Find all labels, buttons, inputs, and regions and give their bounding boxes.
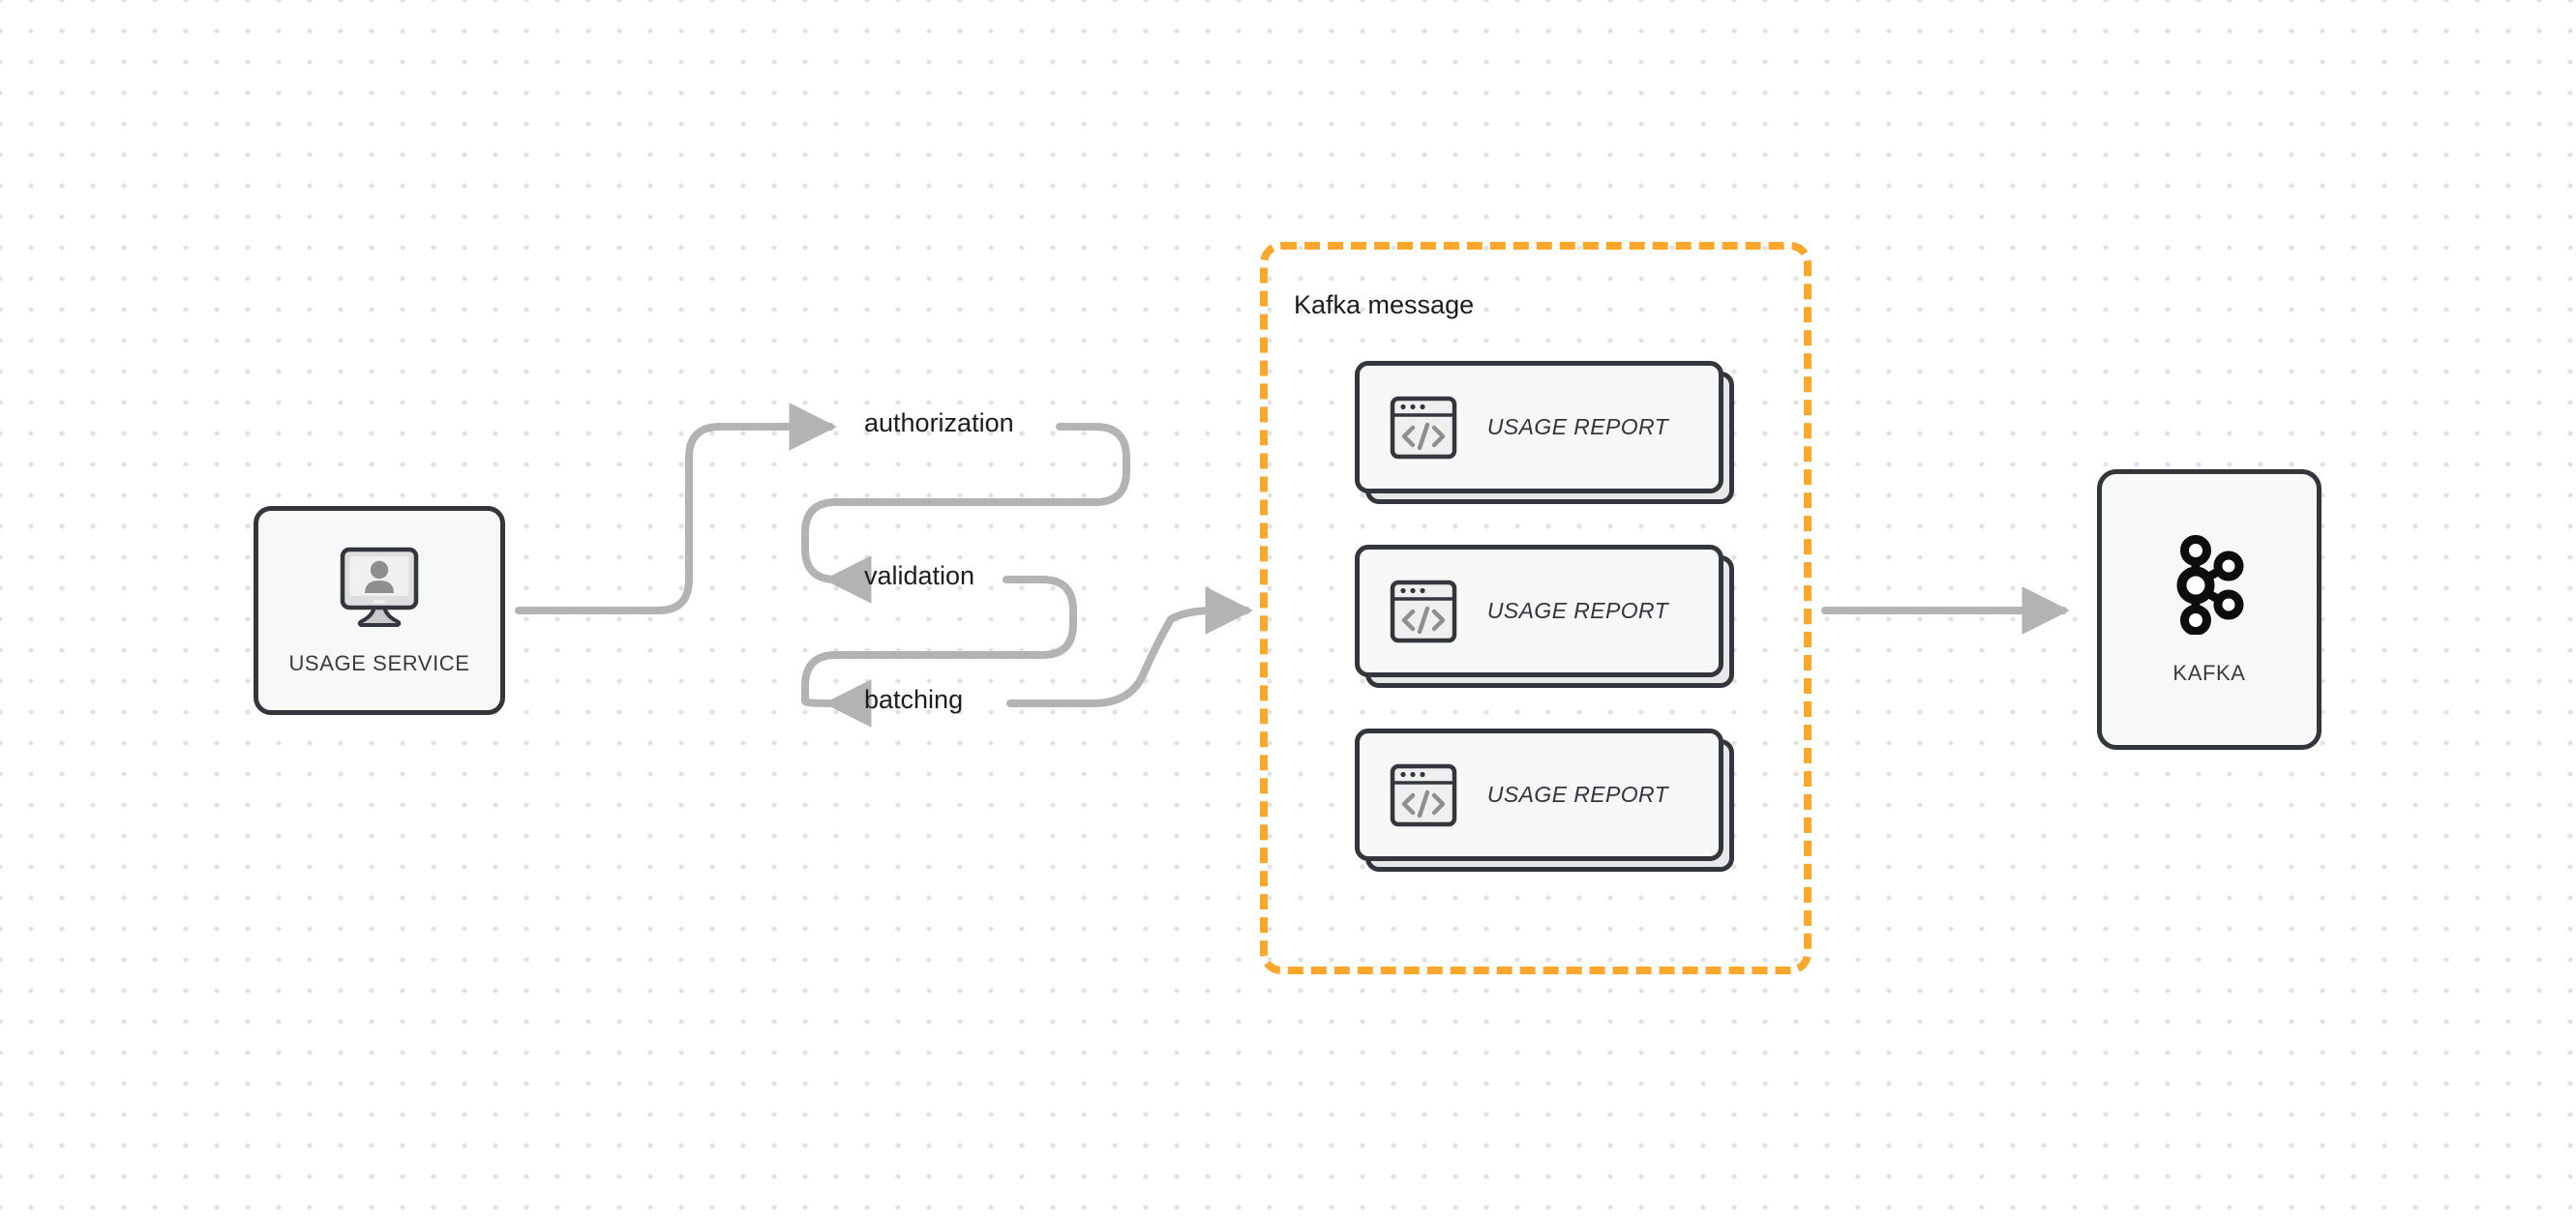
node-usage-service[interactable]: USAGE SERVICE (254, 506, 505, 715)
edge-authorization-to-validation (801, 423, 1130, 604)
usage-report-card-label: USAGE REPORT (1486, 414, 1669, 439)
code-window-icon (1389, 393, 1458, 462)
code-window-icon (1389, 760, 1458, 830)
usage-report-card[interactable]: USAGE REPORT (1355, 545, 1734, 688)
monitor-user-icon (335, 546, 424, 634)
node-usage-service-label: USAGE SERVICE (288, 650, 470, 675)
usage-report-card-front-layer: USAGE REPORT (1355, 729, 1723, 861)
pipeline-step-validation[interactable]: validation (864, 561, 975, 590)
edge-batching-to-kafka-message (1006, 586, 1253, 707)
code-window-icon (1389, 577, 1458, 646)
usage-report-card-label: USAGE REPORT (1486, 598, 1669, 623)
usage-report-card-front-layer: USAGE REPORT (1355, 361, 1723, 493)
kafka-message-group[interactable] (1260, 242, 1812, 974)
pipeline-step-batching[interactable]: batching (864, 685, 964, 714)
usage-report-card[interactable]: USAGE REPORT (1355, 361, 1734, 504)
usage-report-card-front-layer: USAGE REPORT (1355, 545, 1723, 677)
usage-report-card[interactable]: USAGE REPORT (1355, 729, 1734, 872)
usage-report-card-label: USAGE REPORT (1486, 782, 1669, 807)
kafka-message-title: Kafka message (1294, 290, 1475, 319)
edge-usage-service-to-authorization (515, 402, 837, 614)
node-kafka-label: KAFKA (2172, 660, 2246, 685)
kafka-logo-icon (2168, 534, 2251, 640)
pipeline-step-authorization[interactable]: authorization (864, 408, 1014, 437)
node-kafka[interactable]: KAFKA (2097, 469, 2321, 750)
